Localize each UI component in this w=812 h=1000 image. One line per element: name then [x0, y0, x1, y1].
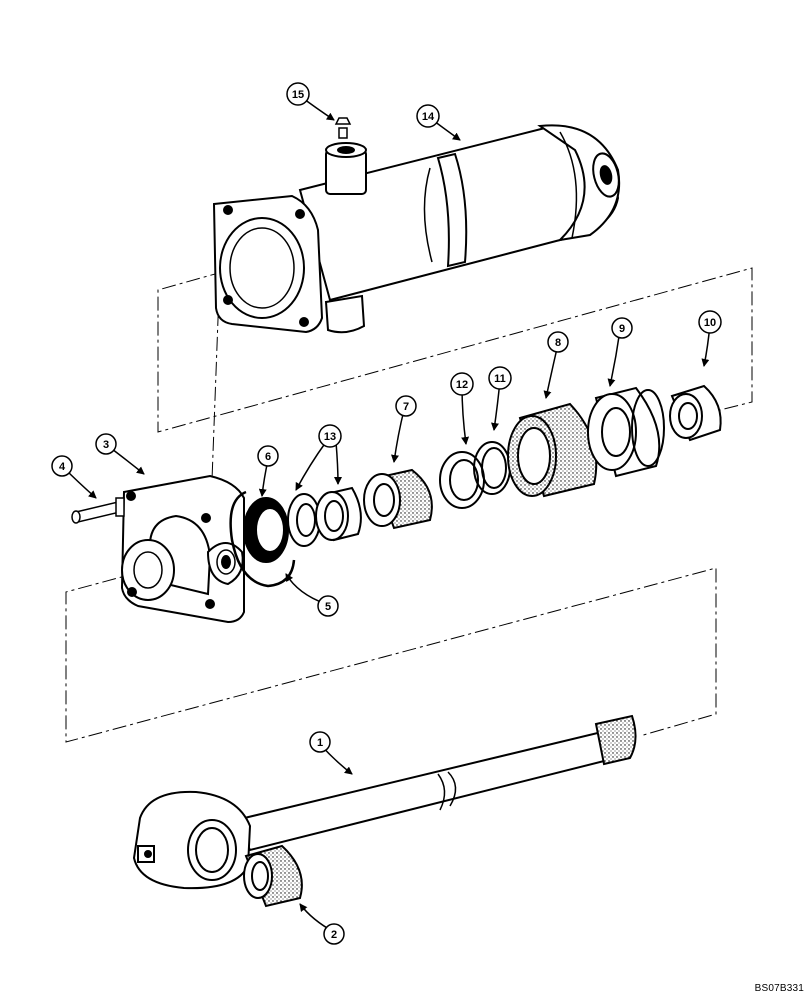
rod-seal	[243, 497, 289, 563]
callout-15: 15	[286, 82, 310, 106]
head-bolt	[71, 497, 125, 524]
callout-14: 14	[416, 104, 440, 128]
callout-13: 13	[318, 424, 342, 448]
bushing-7	[363, 468, 433, 530]
callout-11: 11	[488, 366, 512, 390]
figure-reference-code: BS07B331	[754, 983, 804, 994]
piston-seal-9	[587, 386, 665, 478]
callout-label-5: 5	[325, 601, 331, 613]
callout-label-2: 2	[331, 929, 337, 941]
piston-rod	[132, 714, 637, 890]
callout-2: 2	[323, 923, 345, 945]
callout-label-9: 9	[619, 323, 625, 335]
callout-5: 5	[317, 595, 339, 617]
piston-nut-10	[669, 384, 722, 442]
callout-label-8: 8	[555, 337, 561, 349]
callout-label-6: 6	[265, 451, 271, 463]
cylinder-barrel	[212, 124, 621, 334]
callout-label-14: 14	[422, 111, 435, 123]
callout-4: 4	[51, 455, 73, 477]
eye-bushing-2	[243, 844, 303, 908]
callout-label-10: 10	[704, 317, 716, 329]
wear-ring-13b	[315, 486, 362, 542]
callout-3: 3	[95, 433, 117, 455]
callout-label-11: 11	[494, 373, 506, 385]
cylinder-head	[120, 474, 245, 624]
callout-label-12: 12	[456, 379, 468, 391]
callout-1: 1	[309, 731, 331, 753]
piston-8	[507, 402, 598, 498]
grease-fitting	[334, 117, 352, 139]
callout-label-13: 13	[324, 431, 336, 443]
callout-9: 9	[611, 317, 633, 339]
callout-12: 12	[450, 372, 474, 396]
callout-7: 7	[395, 395, 417, 417]
wear-ring-13a	[287, 493, 321, 547]
callout-6: 6	[257, 445, 279, 467]
callout-10: 10	[698, 310, 722, 334]
callout-label-3: 3	[103, 439, 109, 451]
seal-ring-12	[439, 451, 485, 509]
callout-label-4: 4	[59, 461, 66, 473]
callout-8: 8	[547, 331, 569, 353]
callout-label-7: 7	[403, 401, 409, 413]
callout-label-15: 15	[292, 89, 304, 101]
callout-label-1: 1	[317, 737, 323, 749]
